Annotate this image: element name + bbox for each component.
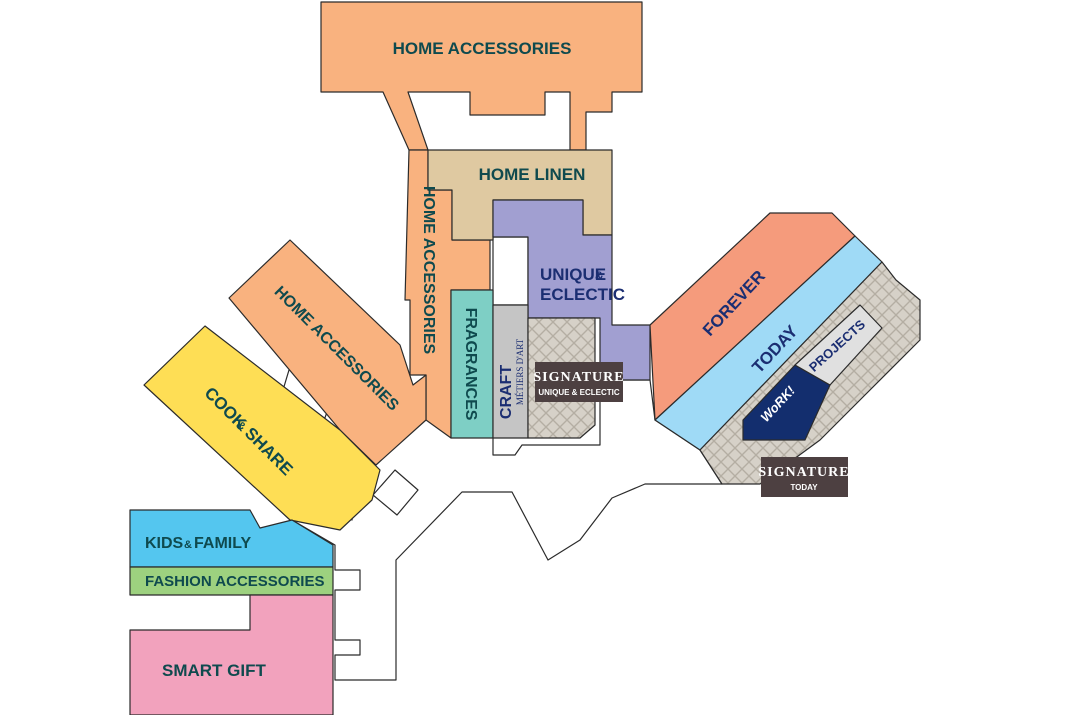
signature-unique-eclectic-sub: UNIQUE & ECLECTIC <box>538 388 620 397</box>
label-kids-amp: & <box>184 539 192 551</box>
label-craft: CRAFT <box>498 365 515 419</box>
label-family: FAMILY <box>194 535 252 552</box>
label-eclectic: ECLECTIC <box>540 285 625 304</box>
label-unique: UNIQUE <box>540 265 606 284</box>
label-kids: KIDS <box>145 535 184 552</box>
label-smart-gift: SMART GIFT <box>162 661 266 680</box>
zones <box>129 1 921 715</box>
label-craft-sub: MÉTIERS D'ART <box>515 338 525 405</box>
zone-forever[interactable] <box>649 212 856 421</box>
corridor-inner <box>492 236 529 306</box>
zone-home-accessories-top[interactable] <box>320 1 643 151</box>
zone-cook-share[interactable] <box>143 325 381 531</box>
signature-today-title: SIGNATURE <box>758 465 849 480</box>
signature-unique-eclectic-plate <box>535 362 623 402</box>
label-fashion-accessories: FASHION ACCESSORIES <box>145 573 324 590</box>
signature-unique-eclectic-box[interactable]: SIGNATURE UNIQUE & ECLECTIC <box>533 362 624 402</box>
label-home-accessories-vertical: HOME ACCESSORIES <box>420 186 437 355</box>
zone-unique-eclectic[interactable] <box>492 199 651 381</box>
label-unique-eclectic: UNIQUE & ECLECTIC <box>540 265 625 304</box>
label-kids-family: KIDS & FAMILY <box>145 535 252 552</box>
corridor-island <box>372 469 419 516</box>
zone-work[interactable] <box>742 364 831 441</box>
signature-today-plate <box>761 457 848 497</box>
zone-smart-gift[interactable] <box>129 594 334 715</box>
signature-today-box[interactable]: SIGNATURE TODAY <box>758 457 849 497</box>
label-home-linen: HOME LINEN <box>479 165 586 184</box>
label-home-accessories-top: HOME ACCESSORIES <box>393 39 572 58</box>
label-unique-amp: & <box>595 269 604 283</box>
label-fragrances: FRAGRANCES <box>462 308 479 421</box>
signature-today-sub: TODAY <box>790 483 818 492</box>
zone-projects[interactable] <box>794 304 883 386</box>
signature-unique-eclectic-title: SIGNATURE <box>533 370 624 385</box>
